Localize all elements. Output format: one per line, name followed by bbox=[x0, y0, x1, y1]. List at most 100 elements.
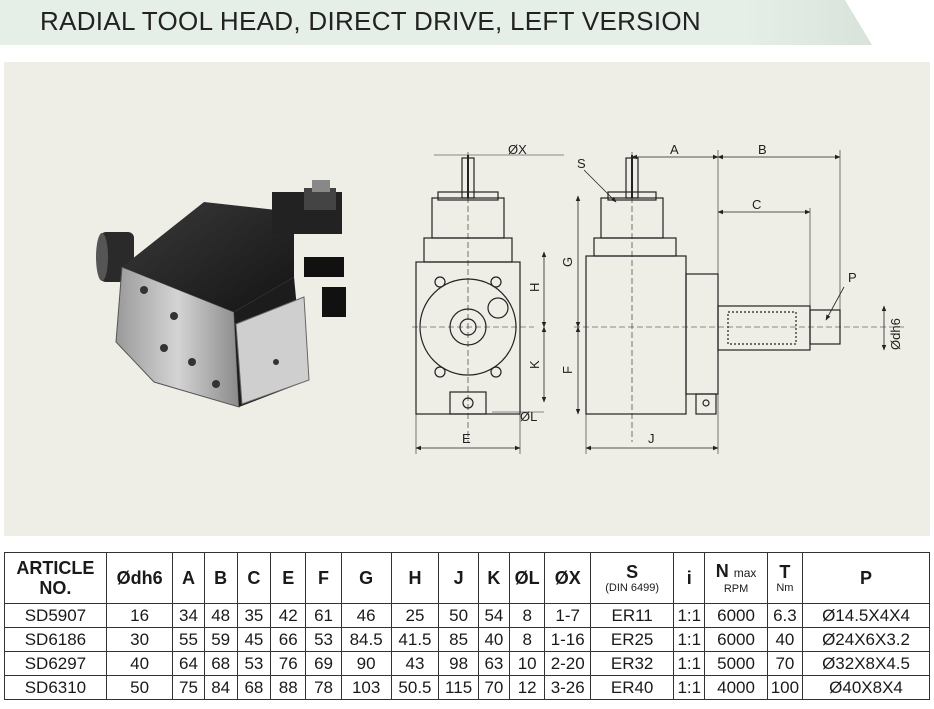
table-cell: Ø32X8X4.5 bbox=[802, 651, 930, 676]
table-cell: 25 bbox=[390, 603, 440, 628]
header-s: S (DIN 6499) bbox=[590, 552, 675, 604]
table-cell: ER25 bbox=[590, 627, 675, 652]
table-cell: 50 bbox=[105, 675, 174, 700]
table-cell: 84 bbox=[203, 675, 238, 700]
label-k: K bbox=[527, 360, 542, 369]
table-cell: 59 bbox=[203, 627, 238, 652]
table-cell: 55 bbox=[172, 627, 205, 652]
table-cell: Ø40X8X4 bbox=[802, 675, 930, 700]
table-cell: ER40 bbox=[590, 675, 675, 700]
label-j: J bbox=[648, 431, 655, 446]
table-cell: 85 bbox=[438, 627, 479, 652]
header-a: A bbox=[172, 552, 205, 604]
table-cell: 8 bbox=[509, 603, 546, 628]
table-cell: 1:1 bbox=[673, 603, 706, 628]
header-i: i bbox=[673, 552, 706, 604]
table-cell: 48 bbox=[203, 603, 238, 628]
table-cell: Ø14.5X4X4 bbox=[802, 603, 930, 628]
header-b: B bbox=[203, 552, 238, 604]
table-cell: 68 bbox=[203, 651, 238, 676]
table-cell: 4000 bbox=[704, 675, 768, 700]
header-n: N max RPM bbox=[704, 552, 768, 604]
table-cell: 78 bbox=[305, 675, 342, 700]
figure-panel: ØX A B C S G H K F E ØL J P Ødh6 bbox=[4, 62, 930, 536]
label-g: G bbox=[560, 257, 575, 267]
table-cell: 66 bbox=[270, 627, 307, 652]
table-cell: 6000 bbox=[704, 603, 768, 628]
label-a: A bbox=[670, 142, 679, 157]
table-cell: 45 bbox=[236, 627, 272, 652]
table-cell: 53 bbox=[305, 627, 342, 652]
table-cell: 61 bbox=[305, 603, 342, 628]
header-n-label: N bbox=[715, 561, 729, 581]
header-l: ØL bbox=[509, 552, 546, 604]
header-e: E bbox=[270, 552, 307, 604]
label-ox: ØX bbox=[508, 142, 527, 157]
header-h: H bbox=[390, 552, 440, 604]
header-p: P bbox=[802, 552, 930, 604]
table-cell: 75 bbox=[172, 675, 205, 700]
table-cell: 30 bbox=[105, 627, 174, 652]
table-cell: 43 bbox=[390, 651, 440, 676]
table-cell: 3-26 bbox=[544, 675, 592, 700]
table-cell: 6.3 bbox=[766, 603, 804, 628]
header-k: K bbox=[477, 552, 511, 604]
header-article: ARTICLE NO. bbox=[4, 552, 107, 604]
table-cell: 100 bbox=[766, 675, 804, 700]
label-f: F bbox=[560, 366, 575, 374]
header-f: F bbox=[305, 552, 342, 604]
header-j: J bbox=[438, 552, 479, 604]
table-cell: 8 bbox=[509, 627, 546, 652]
table-cell: 63 bbox=[477, 651, 511, 676]
table-cell: 1:1 bbox=[673, 651, 706, 676]
table-cell: 50 bbox=[438, 603, 479, 628]
front-view-drawing bbox=[412, 152, 564, 454]
table-cell: 64 bbox=[172, 651, 205, 676]
table-cell: 5000 bbox=[704, 651, 768, 676]
table-cell: ER11 bbox=[590, 603, 675, 628]
header-s-label: S bbox=[626, 562, 639, 582]
table-cell: SD6310 bbox=[4, 675, 107, 700]
label-p: P bbox=[848, 270, 857, 285]
table-cell: 6000 bbox=[704, 627, 768, 652]
label-odh6: Ødh6 bbox=[888, 318, 903, 350]
title-bar bbox=[0, 0, 872, 45]
header-n-sub: RPM bbox=[723, 583, 749, 595]
table-cell: 12 bbox=[509, 675, 546, 700]
page-title: RADIAL TOOL HEAD, DIRECT DRIVE, LEFT VER… bbox=[40, 6, 701, 36]
table-cell: 1-7 bbox=[544, 603, 592, 628]
header-dh6: Ødh6 bbox=[105, 552, 174, 604]
header-t: T Nm bbox=[766, 552, 804, 604]
header-t-label: T bbox=[779, 562, 791, 582]
table-cell: 10 bbox=[509, 651, 546, 676]
table-cell: 2-20 bbox=[544, 651, 592, 676]
label-ol: ØL bbox=[520, 409, 537, 424]
table-cell: 1:1 bbox=[673, 627, 706, 652]
table-cell: SD6297 bbox=[4, 651, 107, 676]
table-cell: 103 bbox=[340, 675, 392, 700]
table-cell: 40 bbox=[477, 627, 511, 652]
label-c: C bbox=[752, 197, 761, 212]
table-cell: 68 bbox=[236, 675, 272, 700]
label-h: H bbox=[527, 283, 542, 292]
table-cell: ER32 bbox=[590, 651, 675, 676]
table-cell: 76 bbox=[270, 651, 307, 676]
header-s-sub: (DIN 6499) bbox=[605, 582, 660, 594]
table-cell: 35 bbox=[236, 603, 272, 628]
table-cell: 1-16 bbox=[544, 627, 592, 652]
table-cell: 40 bbox=[766, 627, 804, 652]
table-cell: 46 bbox=[340, 603, 392, 628]
table-cell: 84.5 bbox=[340, 627, 392, 652]
table-cell: 69 bbox=[305, 651, 342, 676]
product-photo bbox=[96, 180, 346, 408]
technical-drawing: ØX A B C S G H K F E ØL J P Ødh6 bbox=[96, 142, 904, 454]
table-cell: 90 bbox=[340, 651, 392, 676]
table-cell: 70 bbox=[477, 675, 511, 700]
table-cell: 1:1 bbox=[673, 675, 706, 700]
table-cell: 70 bbox=[766, 651, 804, 676]
